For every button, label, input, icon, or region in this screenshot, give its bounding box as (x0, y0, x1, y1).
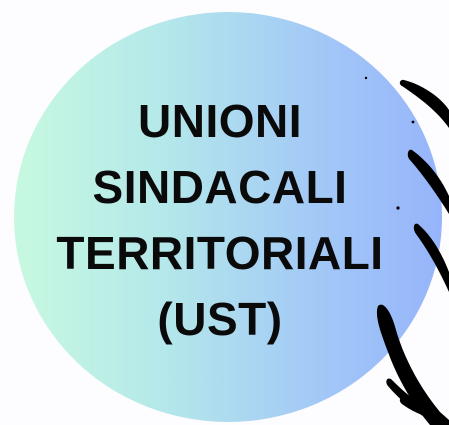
headline-line-1: UNIONI (138, 95, 302, 147)
headline-line-2: SINDACALI (92, 161, 348, 213)
headline: UNIONI SINDACALI TERRITORIALI (UST) (30, 88, 410, 352)
headline-line-4: (UST) (157, 293, 283, 345)
headline-line-3: TERRITORIALI (56, 227, 384, 279)
gradient-circle (14, 12, 442, 422)
